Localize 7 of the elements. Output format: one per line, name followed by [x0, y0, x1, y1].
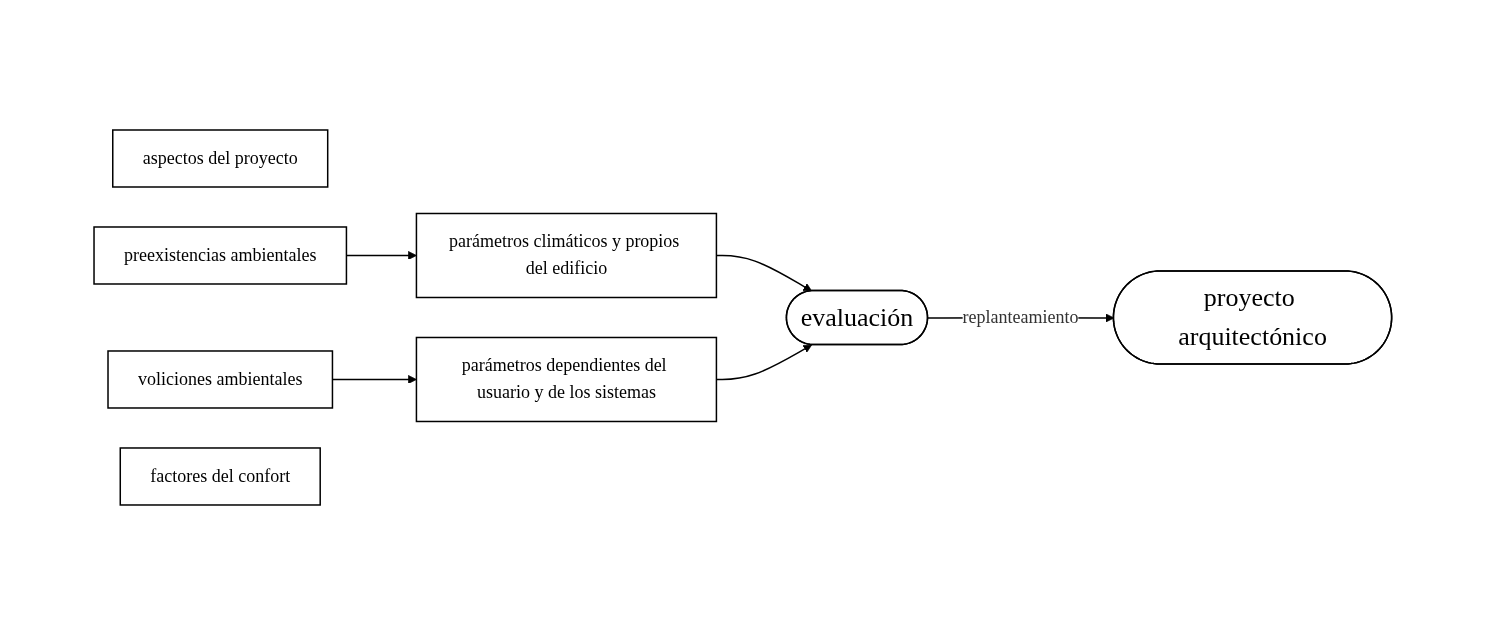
edge-label: replanteamiento — [962, 306, 1079, 327]
node-box: aspectos del proyecto — [112, 129, 329, 188]
node-box: voliciones ambientales — [107, 350, 334, 409]
node-box: parámetros dependientes del usuario y de los sistemas — [415, 336, 718, 423]
node-box: parámetros climáticos y propios del edificio — [415, 212, 718, 299]
node-box: preexistencias ambientales — [93, 226, 348, 285]
node-box: factores del confort — [119, 447, 322, 506]
